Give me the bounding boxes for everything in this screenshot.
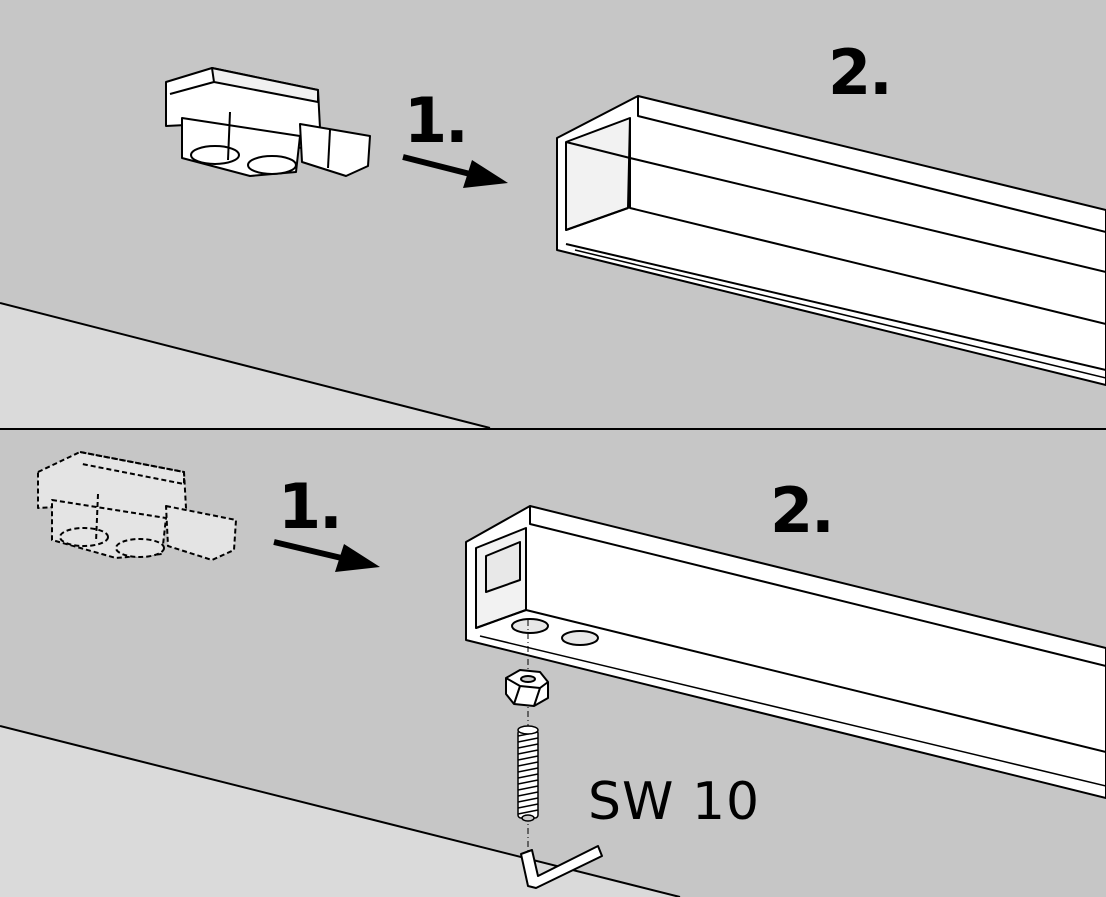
arrow-right-icon bbox=[402, 154, 508, 188]
carrier-clip bbox=[165, 67, 371, 177]
bottom-step-panel: 1. 2. SW 10 bbox=[0, 430, 1106, 897]
top-step-panel: 1. 2. bbox=[0, 0, 1106, 428]
floor-edge bbox=[0, 302, 491, 428]
hex-key-icon bbox=[520, 845, 603, 889]
panel-divider bbox=[0, 428, 1106, 430]
rail-profile bbox=[465, 505, 1106, 799]
carrier-clip-ghost bbox=[37, 451, 237, 561]
hex-nut bbox=[505, 669, 549, 707]
top-panel-drawing bbox=[0, 67, 1106, 428]
bottom-panel-drawing bbox=[0, 451, 1106, 897]
rail-profile bbox=[556, 95, 1106, 386]
step-2-label: 2. bbox=[770, 474, 835, 547]
step-2-label: 2. bbox=[828, 36, 893, 109]
step-1-label: 1. bbox=[404, 84, 469, 157]
arrow-right-icon bbox=[273, 539, 380, 572]
threaded-pin bbox=[517, 725, 539, 822]
step-1-label: 1. bbox=[278, 470, 343, 543]
wrench-size-label: SW 10 bbox=[588, 772, 761, 832]
